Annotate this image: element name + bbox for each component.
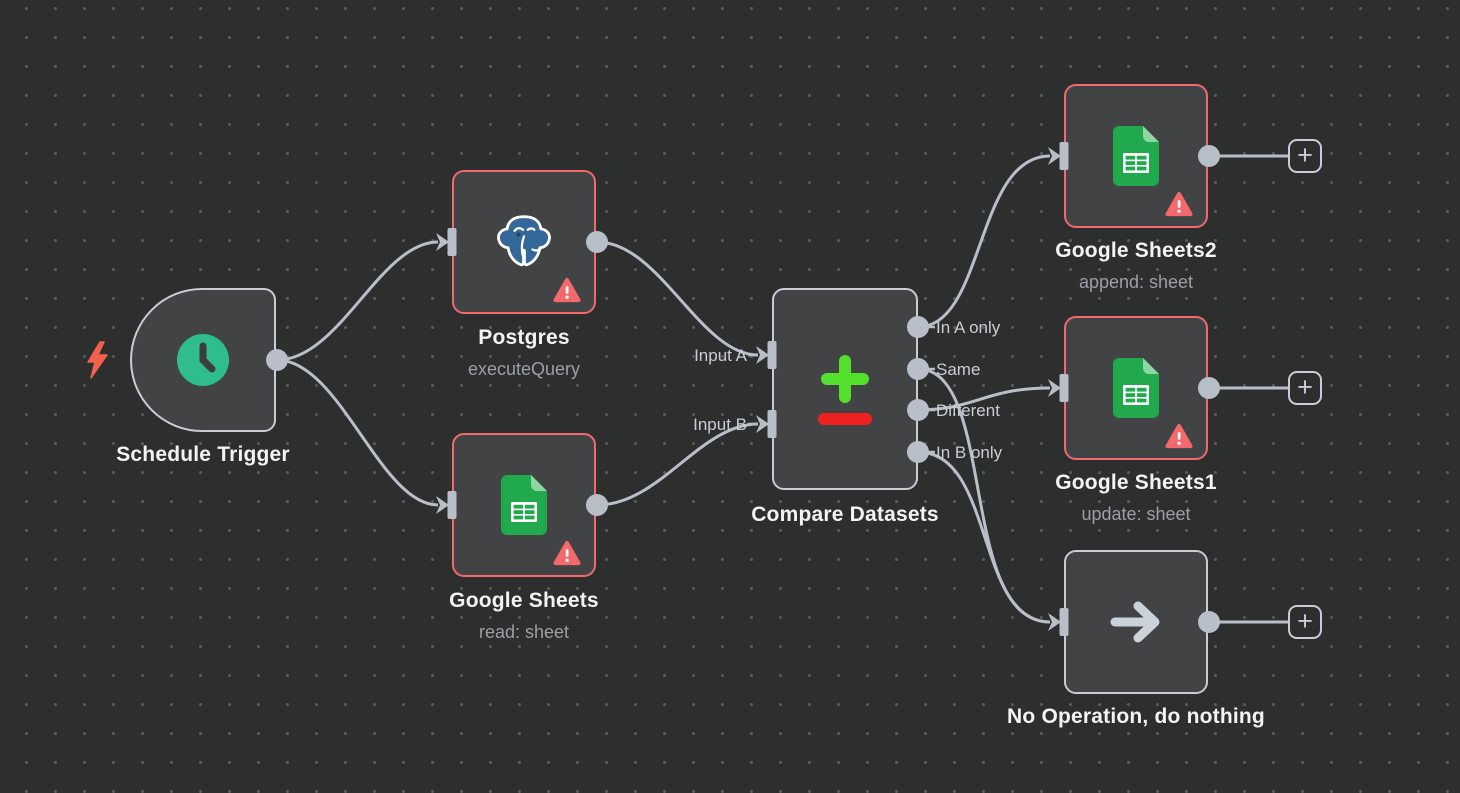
node-title-postgres: Postgres bbox=[478, 326, 570, 349]
connection-different-to-sheets1[interactable] bbox=[917, 386, 1051, 412]
node-title-no-operation: No Operation, do nothing bbox=[1007, 705, 1265, 728]
node-title-google-sheets1: Google Sheets1 bbox=[1055, 471, 1217, 494]
output-label-same: Same bbox=[936, 360, 981, 379]
node-title-google-sheets2: Google Sheets2 bbox=[1055, 239, 1217, 262]
warning-icon bbox=[1165, 423, 1193, 449]
output-label-in-a-only: In A only bbox=[936, 318, 1001, 337]
connection-schedule-to-postgres[interactable] bbox=[276, 240, 439, 362]
plus-icon: + bbox=[1297, 605, 1313, 636]
node-no-operation[interactable] bbox=[1064, 550, 1208, 694]
input-label-input-b: Input B bbox=[693, 415, 747, 434]
node-title-google-sheets: Google Sheets bbox=[449, 589, 599, 612]
node-google-sheets[interactable] bbox=[452, 433, 596, 577]
node-subtitle-google-sheets2: append: sheet bbox=[1078, 272, 1194, 292]
node-postgres[interactable] bbox=[452, 170, 596, 314]
node-title-schedule-trigger: Schedule Trigger bbox=[116, 443, 290, 466]
clock-icon bbox=[132, 290, 274, 430]
output-label-different: Different bbox=[936, 401, 1000, 420]
plus-icon: + bbox=[1297, 371, 1313, 402]
node-google-sheets2[interactable] bbox=[1064, 84, 1208, 228]
add-node-button[interactable]: + bbox=[1288, 605, 1322, 639]
connection-in-a-only-to-sheets2[interactable] bbox=[917, 154, 1051, 329]
node-title-compare-datasets: Compare Datasets bbox=[751, 503, 939, 526]
trigger-bolt-icon bbox=[87, 341, 108, 379]
connection-schedule-to-sheets[interactable] bbox=[276, 358, 439, 507]
node-google-sheets1[interactable] bbox=[1064, 316, 1208, 460]
connection-postgres-to-compare-input-a[interactable] bbox=[596, 240, 759, 357]
node-subtitle-postgres: executeQuery bbox=[467, 359, 581, 379]
node-subtitle-google-sheets1: update: sheet bbox=[1081, 504, 1191, 524]
warning-icon bbox=[553, 540, 581, 566]
arrow-right-icon bbox=[1066, 552, 1206, 692]
google-sheets-icon bbox=[454, 435, 594, 575]
connection-sheets-to-compare-input-b[interactable] bbox=[596, 422, 759, 507]
google-sheets-icon bbox=[1066, 318, 1206, 458]
connection-in-b-only-to-noop[interactable] bbox=[917, 450, 1051, 624]
add-node-button[interactable]: + bbox=[1288, 371, 1322, 405]
output-label-in-b-only: In B only bbox=[936, 443, 1003, 462]
warning-icon bbox=[553, 277, 581, 303]
input-label-input-a: Input A bbox=[694, 346, 747, 365]
node-schedule-trigger[interactable] bbox=[130, 288, 276, 432]
plus-minus-icon bbox=[774, 290, 916, 488]
postgresql-elephant-icon bbox=[454, 172, 594, 312]
google-sheets-icon bbox=[1066, 86, 1206, 226]
plus-icon: + bbox=[1297, 139, 1313, 170]
warning-icon bbox=[1165, 191, 1193, 217]
node-subtitle-google-sheets: read: sheet bbox=[478, 622, 570, 642]
add-node-button[interactable]: + bbox=[1288, 139, 1322, 173]
node-compare-datasets[interactable] bbox=[772, 288, 918, 490]
